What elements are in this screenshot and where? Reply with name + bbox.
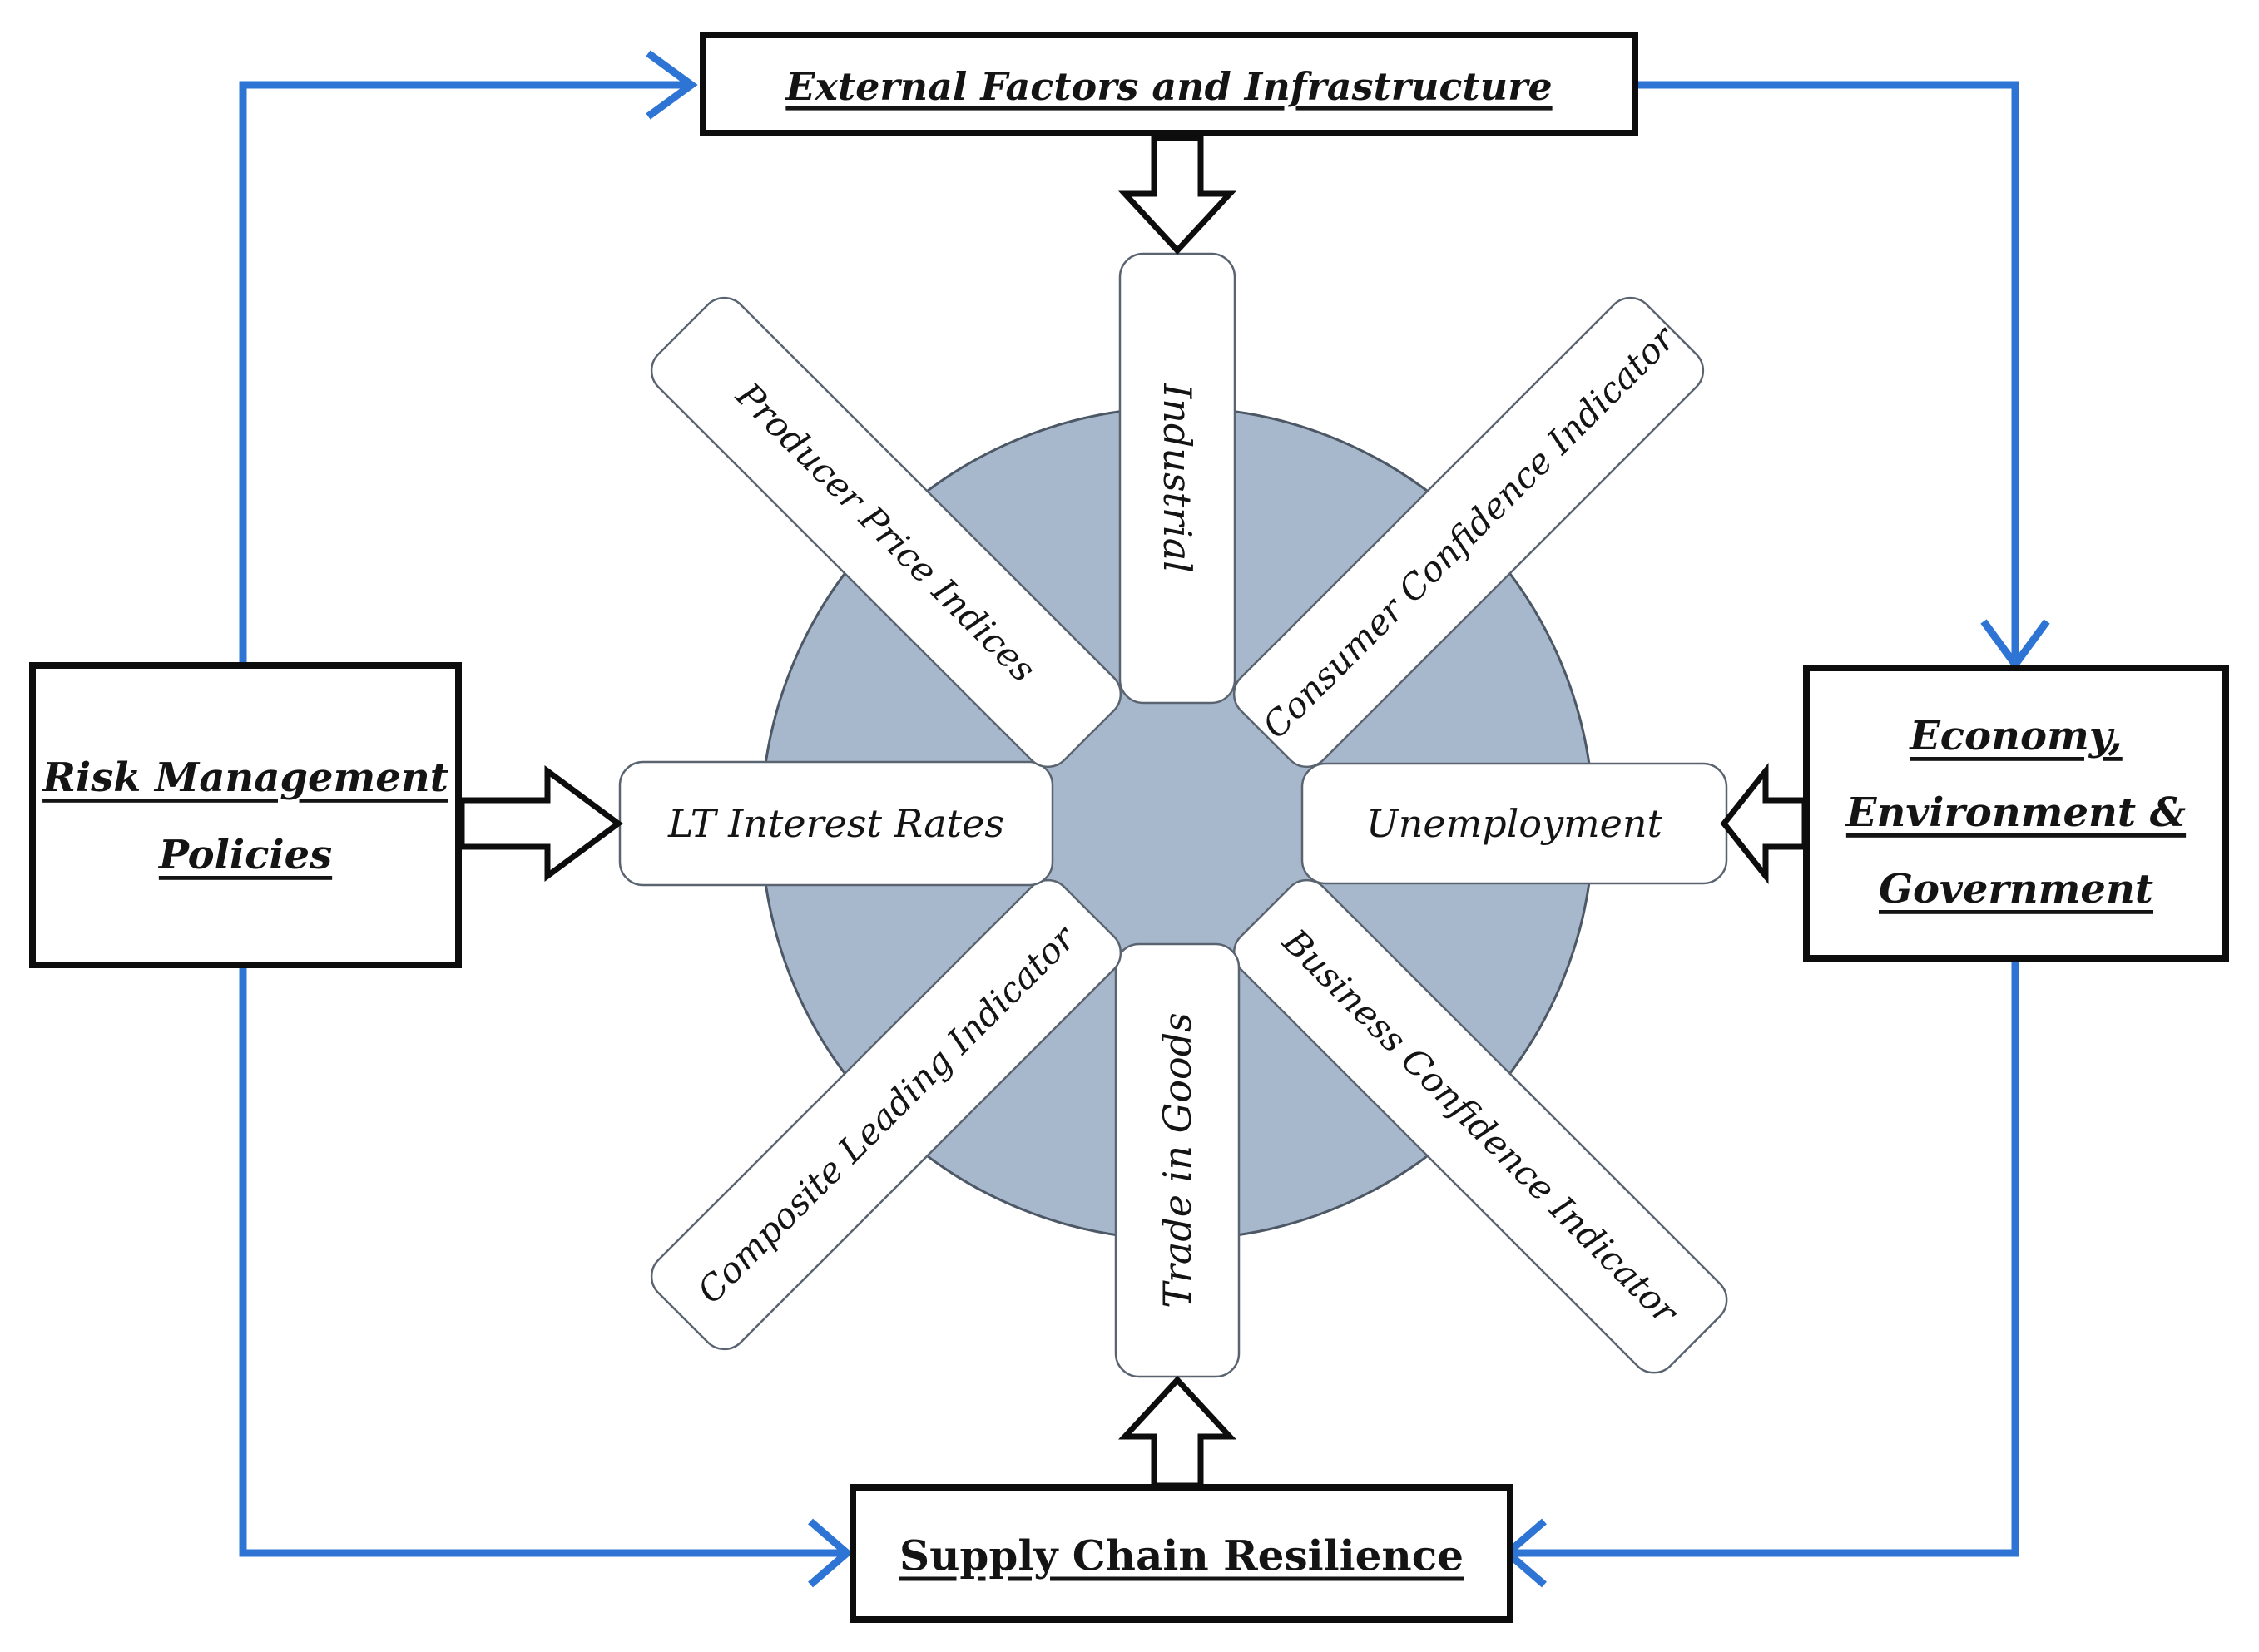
- external-factors-label: External Factors and Infrastructure: [784, 64, 1552, 109]
- economy-label-line2: Environment &: [1845, 789, 2186, 836]
- economy-label-line3: Government: [1879, 866, 2153, 913]
- arrowhead-into-supply-left-icon: [808, 1518, 853, 1588]
- connector-economy-to-supply: [1513, 960, 2019, 1557]
- block-arrow-supply-to-trade-icon: [1117, 1375, 1237, 1489]
- block-arrow-risk-to-lt-rates-icon: [458, 765, 623, 882]
- spoke-trade-in-goods-label: Trade in Goods: [1155, 1012, 1200, 1308]
- block-arrow-external-to-industrial-icon: [1117, 135, 1237, 255]
- external-factors-box: [700, 32, 1638, 136]
- spoke-unemployment: Unemployment: [1300, 762, 1728, 885]
- spoke-unemployment-label: Unemployment: [1366, 801, 1663, 846]
- spoke-trade-in-goods: Trade in Goods: [1114, 942, 1241, 1378]
- connector-risk-to-supply: [239, 967, 842, 1557]
- risk-management-label-line1: Risk Management: [41, 754, 448, 801]
- supply-chain-resilience-box: [850, 1484, 1513, 1623]
- block-arrow-economy-to-unemployment-icon: [1720, 762, 1808, 885]
- spoke-business-confidence-box: [1232, 878, 1728, 1374]
- spoke-producer-price-box: [650, 296, 1122, 769]
- economy-environment-box: [1803, 665, 2229, 962]
- spoke-industrial-label: Industrial: [1155, 383, 1200, 573]
- spoke-industrial: Industrial: [1118, 252, 1236, 705]
- risk-management-box: [29, 662, 462, 968]
- risk-management-label-line2: Policies: [157, 832, 332, 878]
- connector-risk-to-external: [239, 81, 686, 664]
- spoke-lt-interest-rates: LT Interest Rates: [618, 760, 1054, 887]
- spoke-composite-leading-box: [650, 878, 1122, 1351]
- arrowhead-into-external-icon: [646, 50, 698, 120]
- spoke-consumer-confidence-box: [1232, 296, 1705, 769]
- supply-chain-resilience-label: Supply Chain Resilience: [899, 1531, 1464, 1580]
- spoke-lt-interest-rates-label: LT Interest Rates: [667, 801, 1004, 846]
- connector-external-to-economy: [1635, 81, 2019, 658]
- economy-label-line1: Economy,: [1908, 713, 2123, 759]
